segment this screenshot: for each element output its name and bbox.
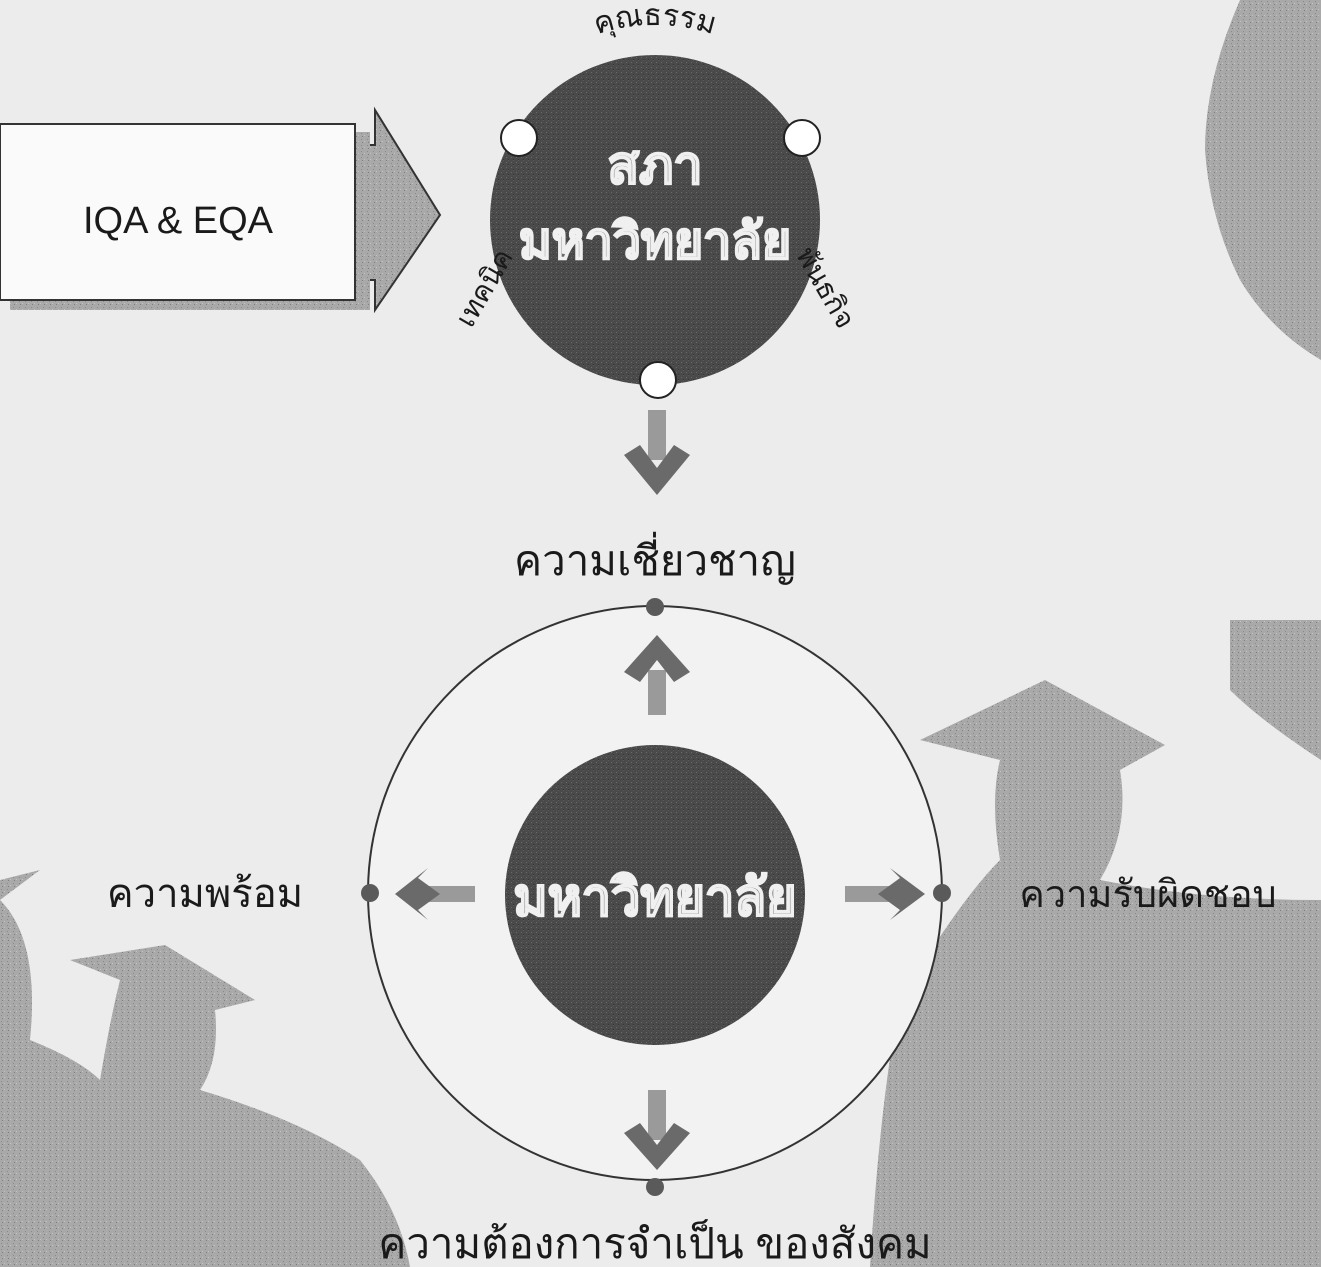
council-title-line2: มหาวิทยาลัย — [519, 213, 791, 269]
university-label-top: ความเชี่ยวชาญ — [514, 532, 796, 585]
university-label-right: ความรับผิดชอบ — [1019, 874, 1276, 916]
council-label-top: คุณธรรม — [590, 0, 720, 43]
council-node-left — [500, 119, 538, 157]
arrow-down-icon — [624, 410, 690, 495]
council-node-right — [783, 119, 821, 157]
arrow-right-icon — [845, 868, 925, 920]
graduate-silhouette-icon — [0, 870, 410, 1267]
university-label-left: ความพร้อม — [107, 872, 303, 916]
graduate-silhouette-icon — [870, 620, 1321, 1267]
council-title-line1: สภา — [607, 137, 702, 195]
iqa-eqa-label: IQA & EQA — [83, 200, 274, 242]
graduate-silhouette-icon — [1205, 0, 1321, 360]
arrow-up-icon — [624, 635, 690, 715]
arrow-left-icon — [395, 868, 475, 920]
university-circle — [505, 745, 805, 1045]
council-circle — [490, 55, 820, 385]
iqa-eqa-arrow — [0, 106, 442, 314]
arrow-down-icon — [624, 1090, 690, 1170]
university-title: มหาวิทยาลัย — [513, 869, 796, 927]
university-label-bottom: ความต้องการจำเป็น ของสังคม — [378, 1219, 932, 1267]
ring-node-right — [933, 884, 951, 902]
iqa-eqa-box — [0, 123, 356, 301]
ring-node-top — [646, 598, 664, 616]
council-node-bottom — [639, 361, 677, 399]
ring-node-left — [361, 884, 379, 902]
ring-node-bottom — [646, 1178, 664, 1196]
